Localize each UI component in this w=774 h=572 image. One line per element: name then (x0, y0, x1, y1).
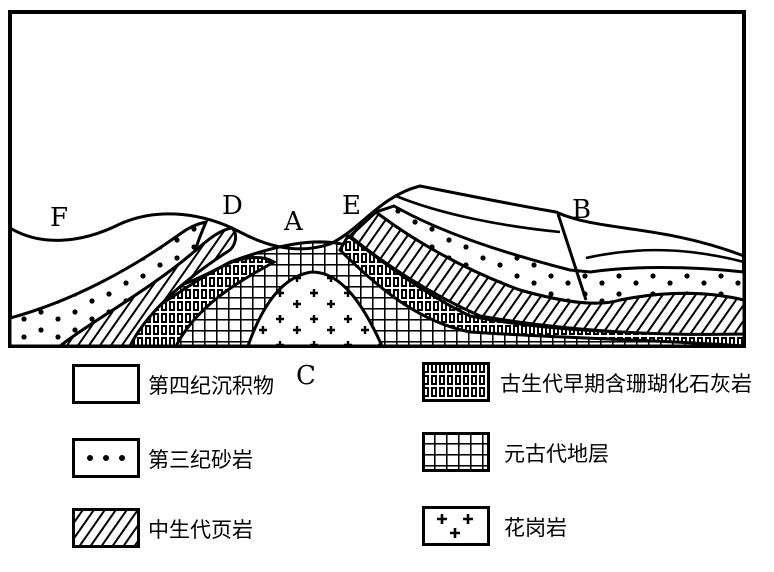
legend-swatch-blank (72, 364, 140, 404)
tertiary-layer-right (372, 204, 744, 305)
legend-label: 第四纪沉积物 (148, 374, 274, 398)
label-B: B (572, 195, 591, 225)
legend-label: 元古代地层 (504, 442, 609, 466)
legend-label: 中生代页岩 (148, 518, 253, 542)
paleozoic-layer-left (128, 256, 277, 346)
granite-intrusion (246, 270, 384, 346)
label-E: E (342, 191, 361, 221)
legend-label: 花岗岩 (504, 516, 567, 540)
paleozoic-layer-right (338, 233, 744, 346)
legend-label: 古生代早期含珊瑚化石灰岩 (500, 372, 752, 396)
legend-swatch-crosses (422, 506, 490, 546)
legend-swatch-brick (422, 362, 490, 402)
legend-swatch-dots (72, 438, 140, 478)
label-F: F (50, 203, 68, 233)
quaternary-base (395, 194, 744, 264)
legend-swatch-grid (422, 432, 490, 472)
fault-line (556, 213, 588, 301)
legend-swatch-hatch (72, 508, 140, 548)
label-D: D (222, 191, 243, 221)
legend-label: 第三纪砂岩 (148, 448, 253, 472)
label-C: C (296, 361, 316, 391)
tertiary-layer-left (10, 219, 209, 346)
ground-surface (10, 184, 744, 258)
label-A: A (283, 207, 304, 237)
